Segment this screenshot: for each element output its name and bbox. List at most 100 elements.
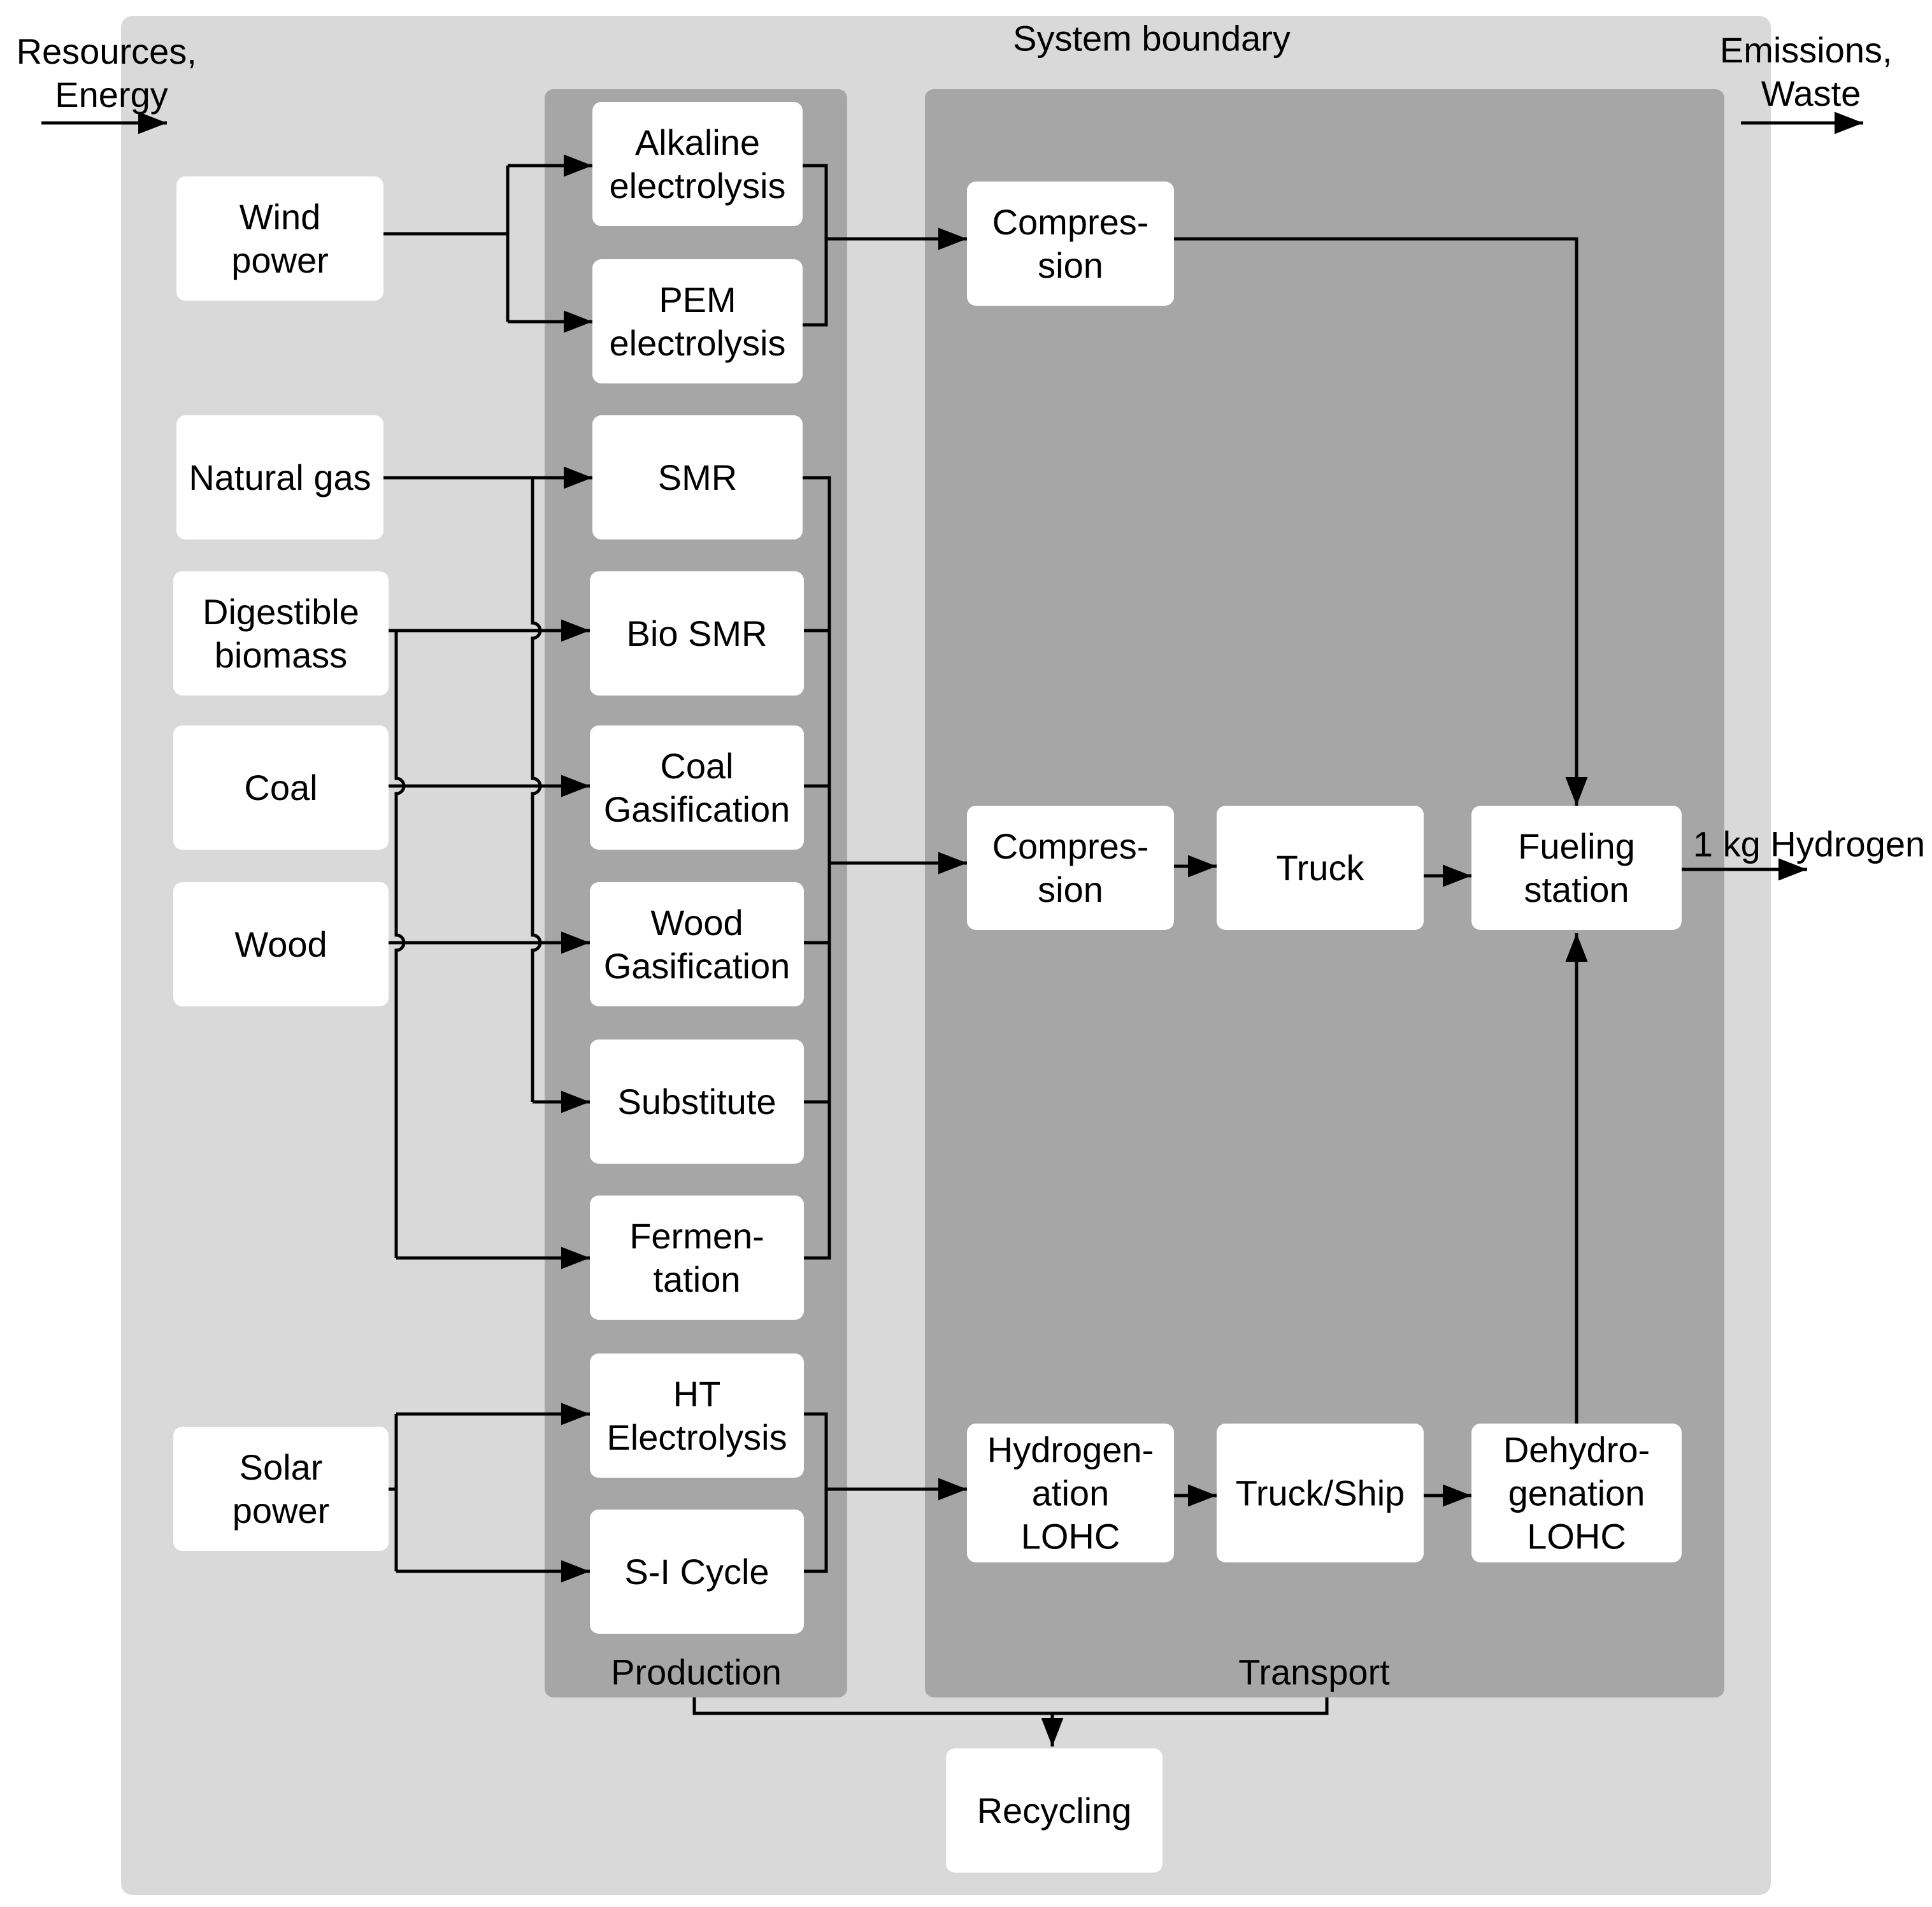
node-htelec-label-line: HT xyxy=(673,1374,721,1414)
edge-recycling-collector xyxy=(692,1697,1329,1715)
node-comp1-label-line: Compres- xyxy=(992,202,1149,242)
arrow-comp1-fueling xyxy=(1174,237,1588,806)
node-fermentation-label-line: Fermen- xyxy=(629,1216,764,1256)
node-alkaline-label-line: Alkaline xyxy=(635,122,760,162)
node-hydro-label-line: ation xyxy=(1032,1473,1109,1513)
node-biosmr: Bio SMR xyxy=(590,571,804,696)
node-truckship-label-line: Truck/Ship xyxy=(1236,1473,1405,1513)
node-fueling-label-line: Fueling xyxy=(1518,826,1635,866)
node-htelec-box xyxy=(590,1353,804,1478)
node-truck-label-line: Truck xyxy=(1277,848,1365,888)
node-comp1-box xyxy=(967,182,1174,306)
node-coal-label-line: Coal xyxy=(244,768,317,808)
node-coalgas-label-line: Gasification xyxy=(604,789,791,829)
node-dehydro-label-line: genation xyxy=(1508,1473,1645,1513)
node-wind-label-line: Wind xyxy=(240,197,321,237)
node-hydro-label-line: Hydrogen- xyxy=(987,1430,1154,1470)
node-pem-label-line: PEM xyxy=(659,280,736,320)
node-wind-label-line: power xyxy=(231,240,329,280)
node-alkaline-box xyxy=(592,102,803,226)
node-smr: SMR xyxy=(592,415,803,539)
node-comp1: Compres-sion xyxy=(967,182,1174,306)
emissions-waste-label: Emissions, Waste xyxy=(1720,30,1902,113)
node-fueling-box xyxy=(1471,806,1682,930)
node-smr-label-line: SMR xyxy=(658,457,737,497)
emissions-label-line: Emissions, xyxy=(1720,30,1893,70)
node-smr-box xyxy=(592,415,803,539)
resources-label-line: Resources, xyxy=(17,31,197,71)
node-wood: Wood xyxy=(173,882,389,1006)
node-substitute-label-line: Substitute xyxy=(617,1082,776,1122)
node-biomass-label-line: Digestible xyxy=(203,592,359,632)
transport-label: Transport xyxy=(1238,1652,1390,1692)
node-sicycle: S-I Cycle xyxy=(590,1510,804,1634)
node-woodgas-label-line: Wood xyxy=(650,903,743,943)
node-htelec-label-line: Electrolysis xyxy=(606,1417,787,1457)
node-recycling: Recycling xyxy=(946,1748,1163,1873)
node-natgas-box xyxy=(176,415,383,539)
node-substitute-box xyxy=(590,1039,804,1164)
connector-lines xyxy=(41,111,1863,1746)
node-natgas-label-line: Natural gas xyxy=(189,457,371,497)
node-fermentation: Fermen-tation xyxy=(590,1196,804,1320)
node-hydro-box xyxy=(967,1424,1174,1562)
node-truck-box xyxy=(1217,806,1424,930)
node-woodgas-label-line: Gasification xyxy=(604,946,791,986)
node-dehydro-label-line: LOHC xyxy=(1527,1517,1626,1557)
node-biosmr-label-line: Bio SMR xyxy=(627,613,768,654)
node-hydro-label-line: LOHC xyxy=(1021,1517,1120,1557)
node-comp1-label-line: sion xyxy=(1038,245,1103,285)
node-solar-label-line: Solar xyxy=(240,1447,323,1487)
edge-biomass-bus xyxy=(394,631,406,1258)
node-recycling-box xyxy=(946,1748,1163,1873)
node-pem-label-line: electrolysis xyxy=(610,323,786,363)
node-fermentation-label-line: tation xyxy=(654,1259,741,1299)
node-woodgas-box xyxy=(590,882,804,1006)
node-truckship-box xyxy=(1217,1424,1424,1562)
node-sicycle-box xyxy=(590,1510,804,1634)
node-fermentation-box xyxy=(590,1196,804,1320)
node-solar-box xyxy=(173,1427,389,1551)
node-pem-box xyxy=(592,259,803,383)
node-alkaline-label-line: electrolysis xyxy=(610,166,786,206)
resources-energy-label: Resources, Energy xyxy=(17,31,207,115)
energy-label-line: Energy xyxy=(55,75,168,115)
node-wind-box xyxy=(176,176,383,301)
production-label: Production xyxy=(611,1652,782,1692)
node-coal: Coal xyxy=(173,725,389,850)
node-comp2-label-line: Compres- xyxy=(992,826,1149,866)
product-output-label: 1 kg Hydrogen xyxy=(1693,824,1925,864)
node-dehydro-box xyxy=(1471,1424,1682,1562)
node-comp2-label-line: sion xyxy=(1038,869,1103,910)
node-comp2: Compres-sion xyxy=(967,806,1174,930)
node-wood-box xyxy=(173,882,389,1006)
node-truck: Truck xyxy=(1217,806,1424,930)
node-coal-box xyxy=(173,725,389,850)
edge-solar-production-out xyxy=(804,1412,828,1573)
node-sicycle-label-line: S-I Cycle xyxy=(624,1552,769,1592)
node-biomass-label-line: biomass xyxy=(215,635,348,675)
node-dehydro-label-line: Dehydro- xyxy=(1503,1430,1650,1470)
node-biosmr-box xyxy=(590,571,804,696)
edge-production-collector xyxy=(803,476,831,1260)
node-recycling-label-line: Recycling xyxy=(977,1790,1132,1831)
node-coalgas-box xyxy=(590,725,804,850)
node-natgas: Natural gas xyxy=(176,415,383,539)
node-comp2-box xyxy=(967,806,1174,930)
node-wood-label-line: Wood xyxy=(234,924,327,964)
node-biomass-box xyxy=(173,571,389,696)
node-truckship: Truck/Ship xyxy=(1217,1424,1424,1562)
node-fueling-label-line: station xyxy=(1524,869,1629,910)
